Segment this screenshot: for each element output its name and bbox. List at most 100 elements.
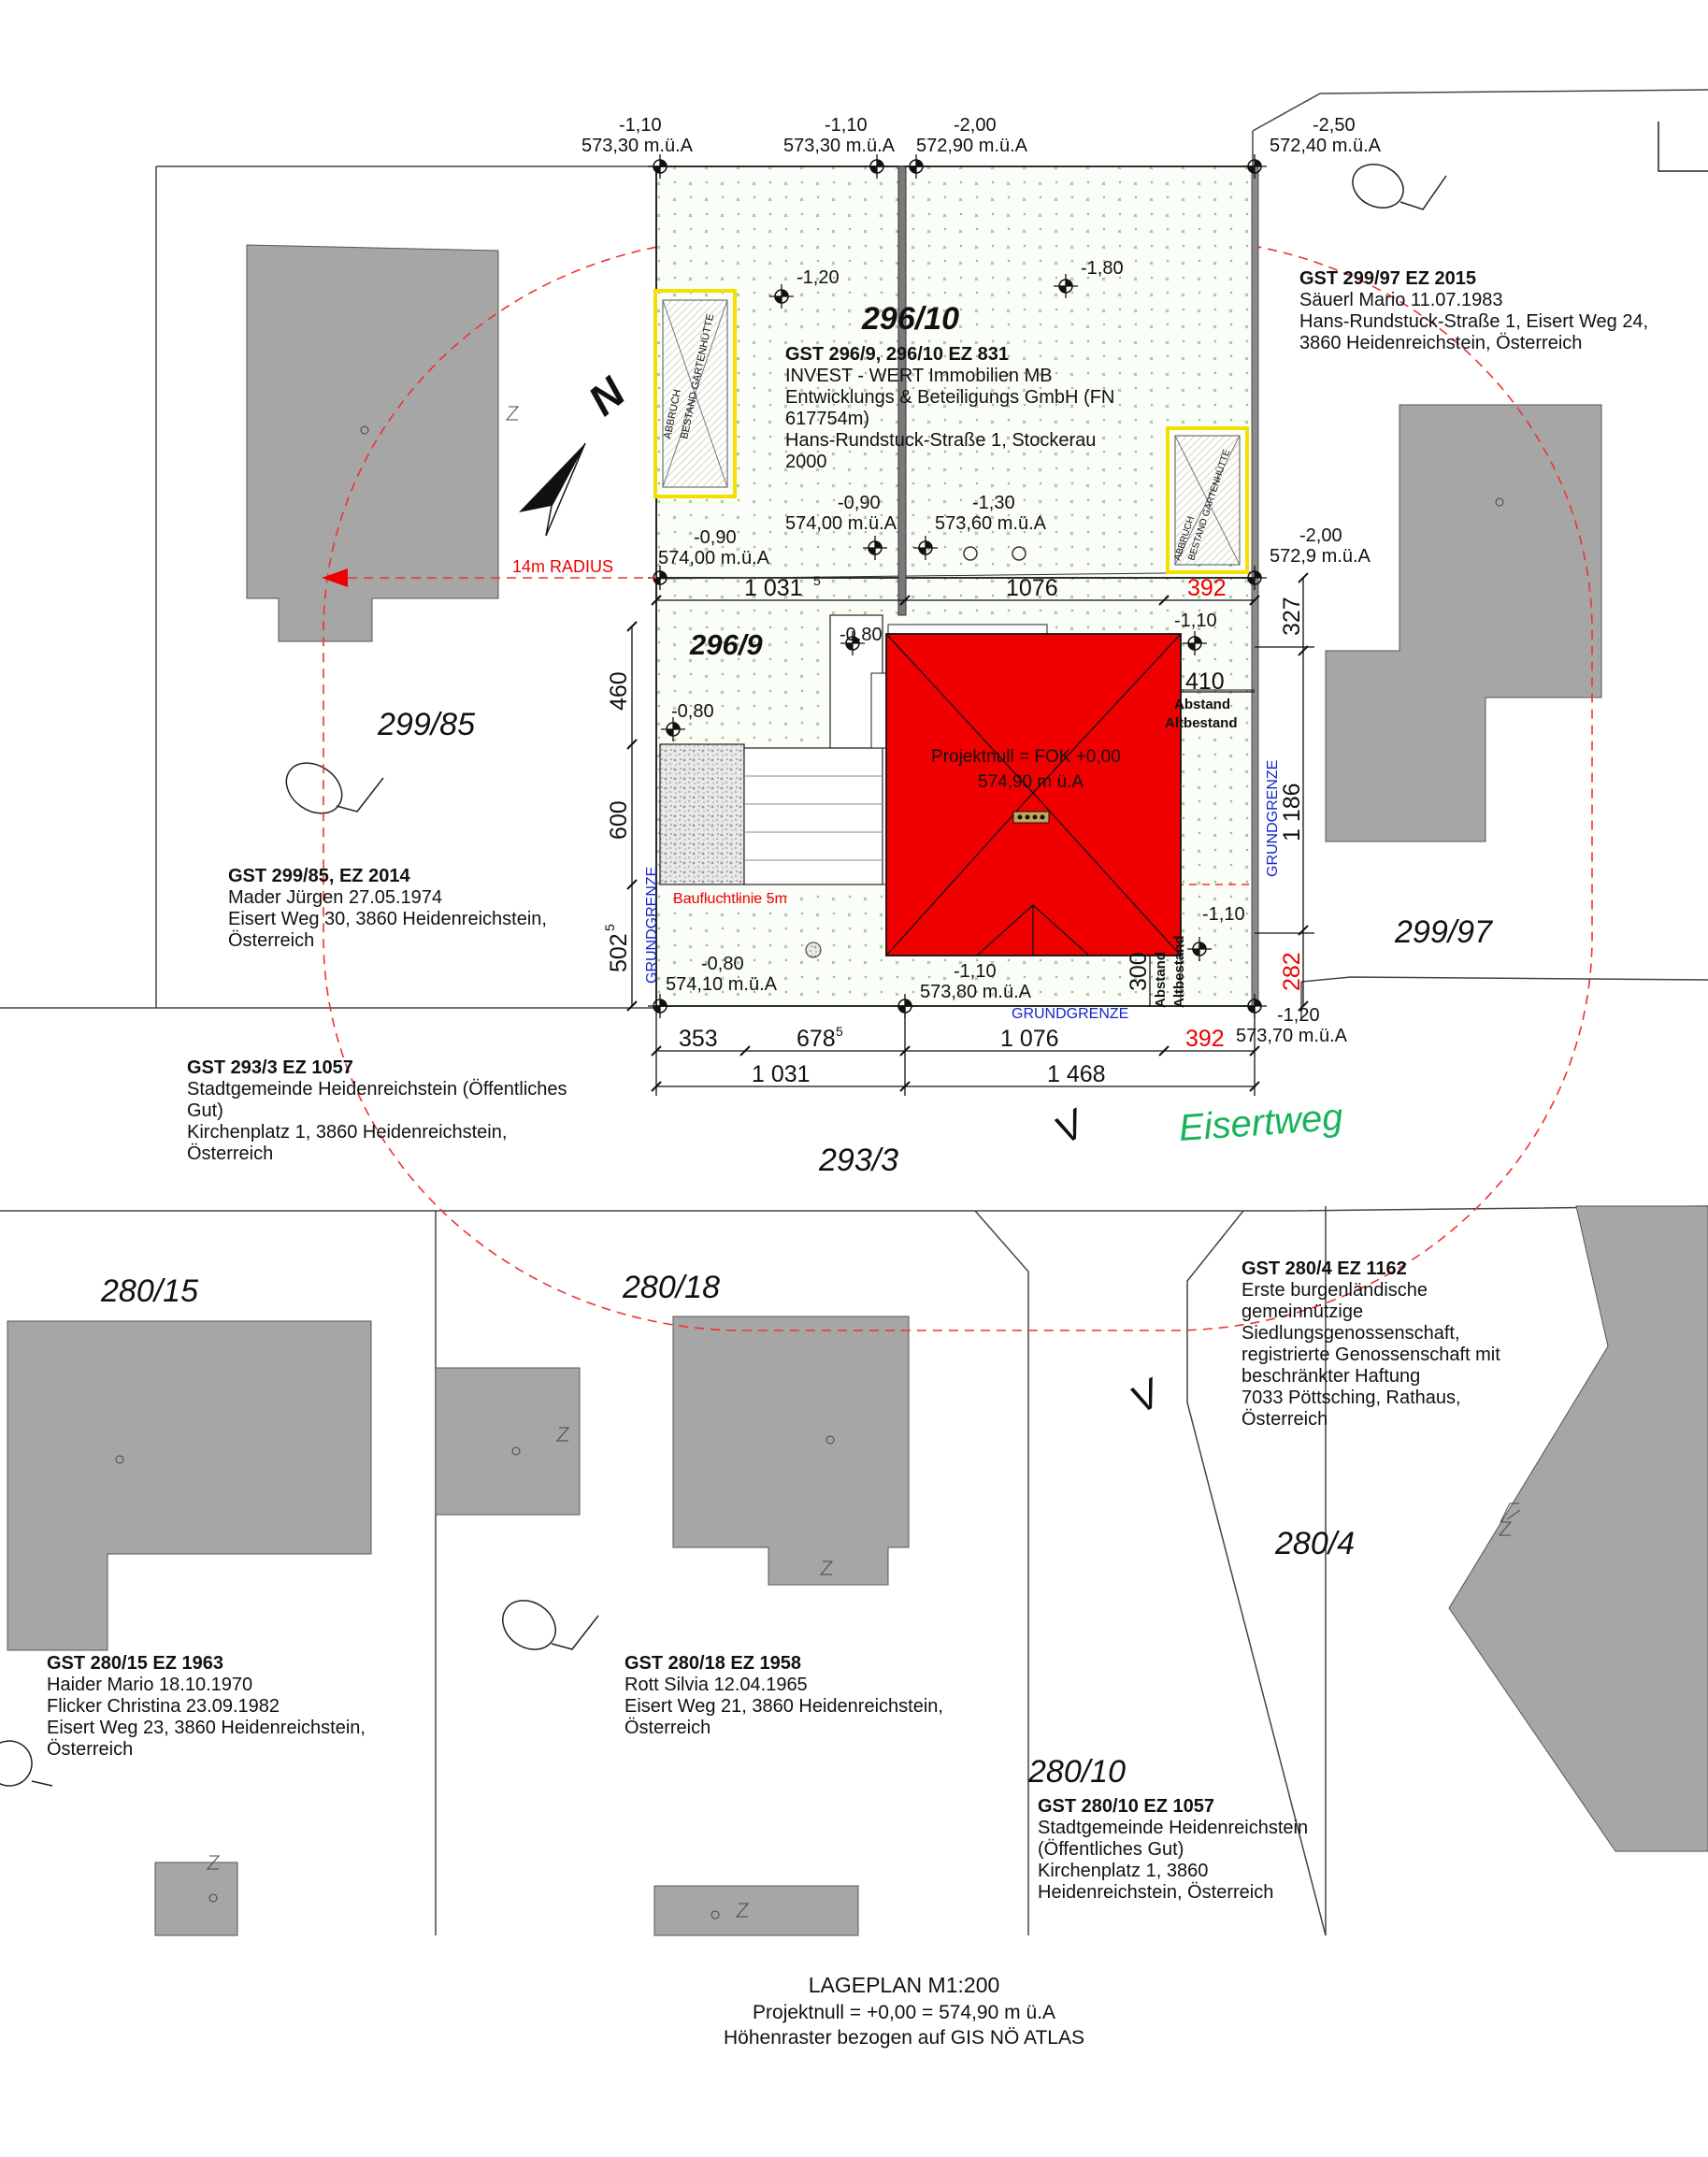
street-name: Eisertweg bbox=[1178, 1097, 1344, 1149]
altbestand-label-top: Altbestand bbox=[1165, 715, 1238, 731]
plan-note-2: Höhenraster bezogen auf GIS NÖ ATLAS bbox=[724, 2027, 1084, 2049]
dim-1468: 1 468 bbox=[1047, 1061, 1106, 1087]
dim-410: 410 bbox=[1185, 669, 1225, 695]
v-mark-1: V bbox=[1047, 1100, 1095, 1153]
parcel-280-10: 280/10 bbox=[1027, 1754, 1126, 1790]
owner-line: Erste burgenländische bbox=[1242, 1280, 1428, 1301]
elev-rel: -1,10 bbox=[1174, 611, 1217, 631]
elev-rel: -0,80 bbox=[671, 701, 714, 722]
owner-gst296: GST 296/9, 296/10 EZ 831 INVEST - WERT I… bbox=[785, 344, 1114, 472]
owner-title: GST 280/18 EZ 1958 bbox=[624, 1653, 801, 1674]
abstand-label-top: Abstand bbox=[1174, 697, 1230, 712]
owner-line: Entwicklungs & Beteiligungs GmbH (FN bbox=[785, 387, 1114, 408]
elev-rel: -1,10 bbox=[1202, 904, 1245, 925]
owner-line: Mader Jürgen 27.05.1974 bbox=[228, 887, 442, 908]
dim-1076-top: 1076 bbox=[1006, 575, 1058, 601]
elev-rel: -1,20 bbox=[1277, 1005, 1320, 1026]
building-280-4 bbox=[1448, 1205, 1708, 1852]
owner-line: Eisert Weg 21, 3860 Heidenreichstein, bbox=[624, 1696, 943, 1717]
elev-abs: 572,40 m.ü.A bbox=[1270, 136, 1382, 156]
owner-title: GST 280/4 EZ 1162 bbox=[1242, 1258, 1407, 1279]
building-280-18a bbox=[435, 1367, 581, 1516]
owner-title: GST 299/97 EZ 2015 bbox=[1299, 268, 1476, 289]
owner-line: Gut) bbox=[187, 1100, 223, 1121]
tree-symbols bbox=[0, 122, 1708, 1787]
altbestand-label-bottom: Altbestand bbox=[1171, 935, 1187, 1008]
elev-rel: -2,50 bbox=[1313, 115, 1356, 136]
owner-line: Flicker Christina 23.09.1982 bbox=[47, 1696, 280, 1717]
elev-rel: -0,90 bbox=[838, 493, 881, 513]
parcel-boundaries bbox=[0, 89, 1708, 1936]
dim-282: 282 bbox=[1279, 952, 1305, 991]
owner-line: Eisert Weg 23, 3860 Heidenreichstein, bbox=[47, 1718, 366, 1738]
dimension-lines bbox=[626, 572, 1314, 1096]
parcel-280-18: 280/18 bbox=[622, 1270, 720, 1305]
parcel-299-97: 299/97 bbox=[1394, 914, 1493, 950]
elev-abs: 573,60 m.ü.A bbox=[935, 513, 1047, 534]
dim-392-top: 392 bbox=[1187, 575, 1227, 601]
owner-line: Österreich bbox=[228, 930, 314, 951]
plan-title: LAGEPLAN M1:200 bbox=[809, 1973, 1000, 1997]
owner-line: Österreich bbox=[1242, 1409, 1328, 1430]
owner-title: GST 280/10 EZ 1057 bbox=[1038, 1796, 1214, 1817]
owner-line: Eisert Weg 30, 3860 Heidenreichstein, bbox=[228, 909, 547, 929]
owner-gst299-85: GST 299/85, EZ 2014 Mader Jürgen 27.05.1… bbox=[228, 866, 547, 951]
owner-gst280-10: GST 280/10 EZ 1057 Stadtgemeinde Heidenr… bbox=[1038, 1796, 1308, 1903]
north-label: N bbox=[579, 367, 634, 425]
dim-600: 600 bbox=[606, 800, 632, 840]
north-arrow-icon bbox=[519, 442, 586, 537]
shed-left bbox=[653, 289, 737, 498]
owner-line: 3860 Heidenreichstein, Österreich bbox=[1299, 333, 1582, 353]
owner-line: 617754m) bbox=[785, 409, 869, 429]
survey-markers bbox=[647, 153, 1268, 1019]
elev-rel: -1,10 bbox=[825, 115, 868, 136]
radius-arrow bbox=[322, 568, 656, 587]
dim-460: 460 bbox=[606, 671, 632, 711]
owner-line: Österreich bbox=[187, 1143, 273, 1164]
paving bbox=[659, 614, 1255, 1006]
owner-line: Siedlungsgenossenschaft, bbox=[1242, 1323, 1460, 1344]
parcel-280-15: 280/15 bbox=[100, 1273, 198, 1309]
parcel-280-4: 280/4 bbox=[1274, 1526, 1355, 1561]
owner-line: Hans-Rundstuck-Straße 1, Eisert Weg 24, bbox=[1299, 311, 1648, 332]
owner-title: GST 296/9, 296/10 EZ 831 bbox=[785, 344, 1009, 365]
owner-line: Säuerl Mario 11.07.1983 bbox=[1299, 290, 1503, 310]
grundgrenze-bottom: GRUNDGRENZE bbox=[1012, 1006, 1128, 1022]
elev-abs: 572,90 m.ü.A bbox=[916, 136, 1028, 156]
building-280-18b bbox=[672, 1316, 910, 1586]
building-299-97 bbox=[1325, 404, 1602, 842]
dim-1031-5: 1 031 bbox=[744, 575, 803, 601]
owner-gst280-18: GST 280/18 EZ 1958 Rott Silvia 12.04.196… bbox=[624, 1653, 943, 1738]
building-bottom-mid bbox=[653, 1885, 859, 1936]
parcel-296-10: 296/10 bbox=[861, 301, 959, 337]
dim-1186: 1 186 bbox=[1279, 783, 1305, 841]
dim-678-5: 678 bbox=[797, 1026, 836, 1052]
dim-392-bot: 392 bbox=[1185, 1026, 1225, 1052]
owner-line: beschränkter Haftung bbox=[1242, 1366, 1420, 1387]
elev-abs: 574,10 m.ü.A bbox=[666, 974, 778, 995]
projektnull-label: Projektnull = FOK +0,00 bbox=[931, 747, 1121, 767]
owner-line: gemeinnützige bbox=[1242, 1301, 1363, 1322]
owner-gst293-3: GST 293/3 EZ 1057 Stadtgemeinde Heidenre… bbox=[187, 1057, 567, 1164]
owner-line: 2000 bbox=[785, 452, 827, 472]
owner-title: GST 299/85, EZ 2014 bbox=[228, 866, 410, 886]
elev-rel: -0,80 bbox=[840, 625, 883, 645]
owner-gst280-15: GST 280/15 EZ 1963 Haider Mario 18.10.19… bbox=[47, 1653, 366, 1760]
elev-abs: 573,70 m.ü.A bbox=[1236, 1026, 1348, 1046]
radius-label: 14m RADIUS bbox=[512, 557, 613, 576]
parcel-296-9: 296/9 bbox=[689, 628, 763, 661]
owner-line: Stadtgemeinde Heidenreichstein (Öffentli… bbox=[187, 1079, 567, 1100]
owner-line: Kirchenplatz 1, 3860 Heidenreichstein, bbox=[187, 1122, 507, 1143]
elev-rel: -1,10 bbox=[619, 115, 662, 136]
dim-502-5-sup: 5 bbox=[602, 924, 617, 931]
elevation-labels: -1,10 573,30 m.ü.A -1,10 573,30 m.ü.A -2… bbox=[581, 115, 1382, 1046]
parcel-293-3: 293/3 bbox=[818, 1143, 898, 1178]
owner-line: Österreich bbox=[47, 1739, 133, 1760]
owner-line: registrierte Genossenschaft mit bbox=[1242, 1345, 1500, 1365]
dim-1076-bot: 1 076 bbox=[1000, 1026, 1059, 1052]
dim-327: 327 bbox=[1279, 597, 1305, 636]
building-299-85 bbox=[246, 244, 499, 642]
neighbor-buildings bbox=[7, 244, 1708, 1936]
owner-gst280-4: GST 280/4 EZ 1162 Erste burgenländische … bbox=[1242, 1258, 1500, 1430]
